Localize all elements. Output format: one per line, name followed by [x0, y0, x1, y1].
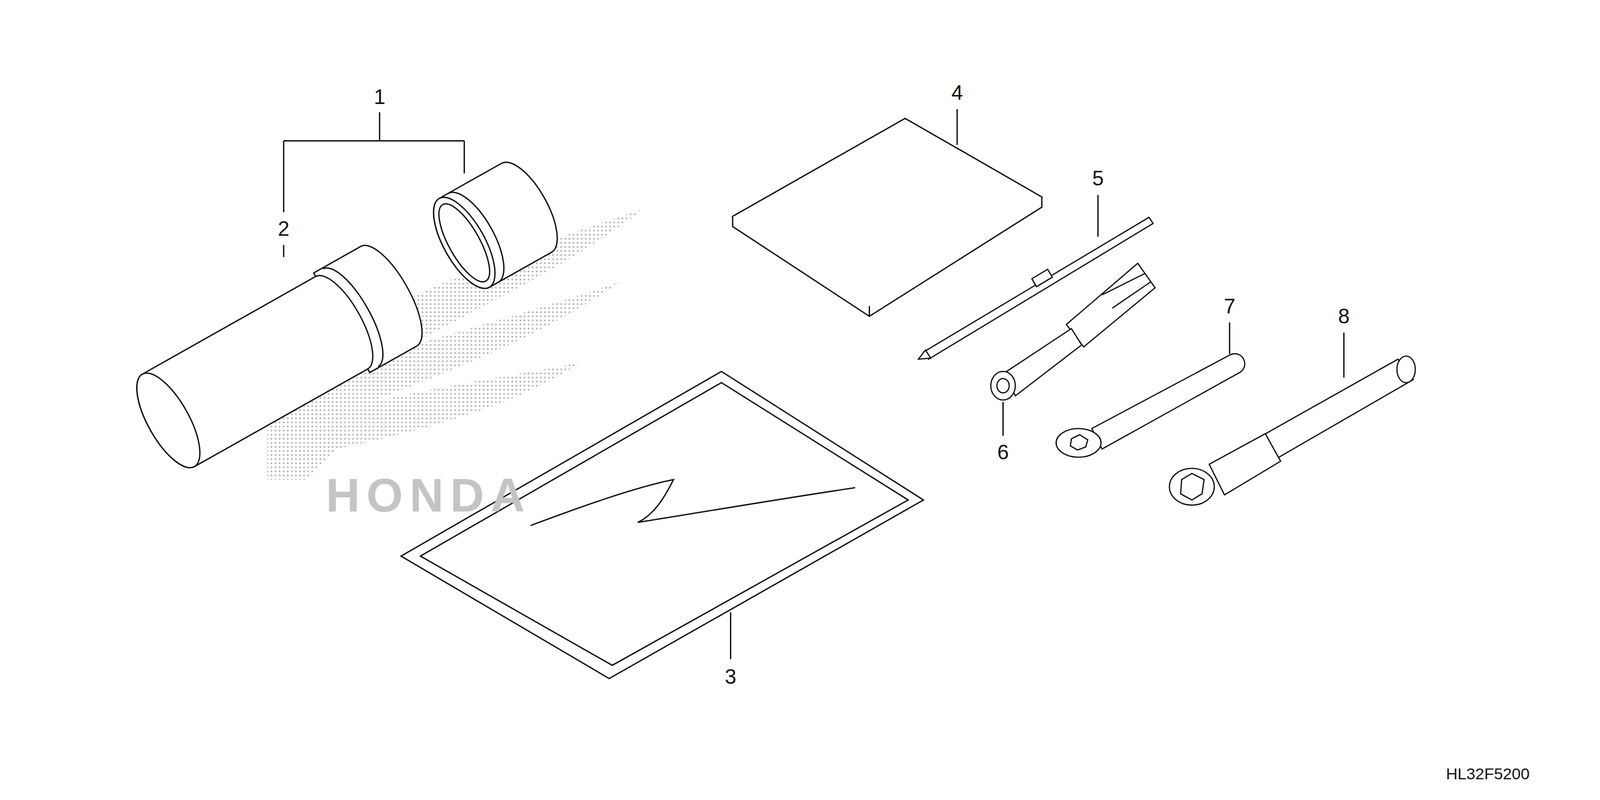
tool-bag	[122, 153, 569, 481]
box-wrench	[1169, 356, 1416, 506]
callout-number: 4	[951, 82, 963, 104]
callout-number: 8	[1337, 305, 1350, 327]
tool-pouch	[400, 371, 924, 679]
diagram-code: HL32F5200	[1446, 765, 1530, 782]
callout-number: 6	[997, 441, 1009, 463]
brand-watermark: HONDA	[325, 471, 532, 519]
spanner-wrench	[1056, 353, 1245, 458]
callout-number: 2	[278, 218, 290, 240]
leader-lines	[283, 109, 1344, 660]
callout-number: 1	[373, 86, 385, 108]
owners-manual	[732, 118, 1042, 317]
callout-number: 3	[724, 666, 736, 688]
screwdriver-handle	[990, 263, 1155, 400]
callout-number: 5	[1092, 168, 1104, 189]
callout-number: 7	[1224, 296, 1236, 317]
